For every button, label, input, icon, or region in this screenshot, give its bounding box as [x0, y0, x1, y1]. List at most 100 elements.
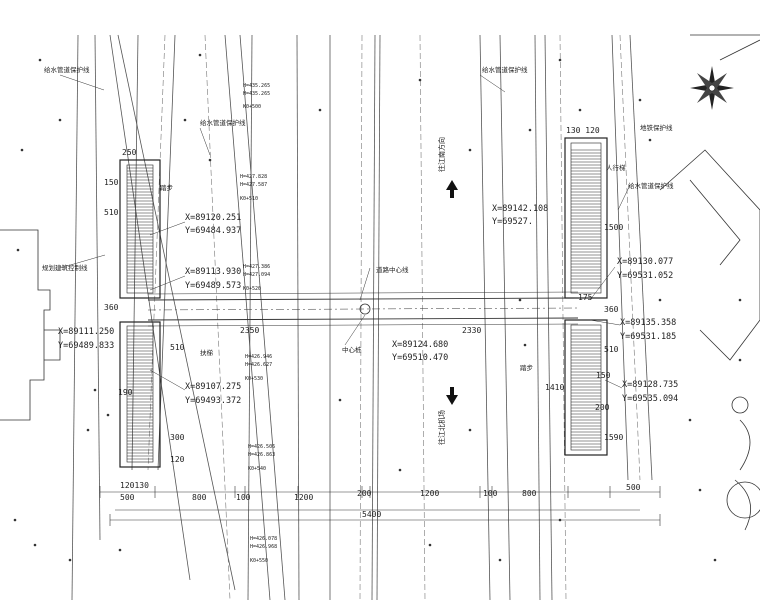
spot-h4: H=427.828 — [240, 174, 267, 180]
dim-190: 190 — [118, 388, 133, 397]
dim-120130: 120130 — [120, 481, 149, 490]
dim-5400: 5400 — [362, 510, 381, 519]
coord-c15: X=89135.358 — [620, 318, 676, 328]
road-lines — [71, 34, 653, 601]
label-bridge-center: 中心桩 — [342, 345, 362, 354]
survey-point — [558, 58, 562, 62]
left-stair — [119, 159, 161, 468]
survey-point — [498, 558, 502, 562]
survey-point — [638, 98, 642, 102]
survey-point — [20, 148, 24, 152]
annotation-labels: 给水管道保护线 给水管道保护线 给水管道保护线 给水管道保护线 地铁保护线 规划… — [42, 65, 674, 445]
dim-1200-right: 1200 — [420, 489, 439, 498]
dashed-lines — [147, 34, 641, 601]
label-water-top-left: 给水管道保护线 — [44, 65, 90, 74]
coord-c11: X=89142.108 — [492, 204, 548, 214]
bridge-deck — [147, 291, 579, 327]
spot-h1: H=435.265 — [243, 83, 270, 89]
spot-h11: H=426.627 — [245, 362, 272, 368]
survey-point — [33, 543, 37, 547]
survey-point — [648, 138, 652, 142]
coord-c9: X=89124.680 — [392, 340, 448, 350]
spot-h10: H=426.946 — [245, 354, 272, 360]
spot-h13: H=426.506 — [248, 444, 275, 450]
dim-510-b: 510 — [170, 343, 185, 352]
survey-point — [738, 358, 742, 362]
survey-point — [738, 298, 742, 302]
survey-point — [318, 108, 322, 112]
survey-point — [13, 518, 17, 522]
dim-500-left: 500 — [120, 493, 135, 502]
dim-2330: 2330 — [462, 326, 481, 335]
dim-150-right: 150 — [596, 371, 611, 380]
dim-800-right: 800 — [522, 489, 537, 498]
dim-175: 175 — [578, 293, 593, 302]
bottom-dimension-chain — [99, 486, 661, 526]
spot-h17: H=426.968 — [250, 544, 277, 550]
label-building-line: 地铁保护线 — [640, 123, 673, 132]
spot-heights: H=435.265 H=435.265 K0+500 H=427.828 H=4… — [240, 83, 277, 564]
dim-500-right: 500 — [626, 483, 641, 492]
label-stair-right: 踏步 — [520, 363, 534, 372]
survey-points — [13, 53, 742, 562]
dim-200-right: 200 — [595, 403, 610, 412]
dim-250: 250 — [122, 148, 137, 157]
dim-130-120: 130 120 — [566, 126, 600, 135]
survey-point — [523, 343, 527, 347]
direction-up-arrow-icon — [446, 180, 458, 198]
dim-2350: 2350 — [240, 326, 259, 335]
right-buildings — [659, 34, 760, 531]
dim-510-a: 510 — [104, 208, 119, 217]
spot-h9: K0+520 — [243, 286, 261, 292]
spot-h8: H=427.094 — [243, 272, 270, 278]
spot-h3: K0+500 — [243, 104, 261, 110]
coord-c6: Y=69489.833 — [58, 341, 114, 351]
spot-h5: H=427.587 — [240, 182, 267, 188]
label-lift: 人行梯 — [606, 163, 626, 172]
coord-c13: X=89130.077 — [617, 257, 673, 267]
dim-1410: 1410 — [545, 383, 564, 392]
dim-1200-left: 1200 — [294, 493, 313, 502]
dim-1590: 1590 — [604, 433, 623, 442]
survey-point — [106, 413, 110, 417]
spot-h2: H=435.265 — [243, 91, 270, 97]
survey-point — [208, 158, 212, 162]
label-road-center: 道路中心线 — [376, 265, 409, 274]
label-water-right: 给水管道保护线 — [628, 181, 674, 190]
coord-c16: Y=69531.185 — [620, 332, 676, 342]
dim-100-left: 100 — [236, 493, 251, 502]
right-stair — [564, 137, 608, 456]
survey-point — [198, 53, 202, 57]
survey-point — [16, 248, 20, 252]
survey-point — [58, 118, 62, 122]
spot-h6: K0+510 — [240, 196, 258, 202]
survey-point — [68, 558, 72, 562]
direction-down-arrow-icon — [446, 387, 458, 405]
survey-point — [518, 298, 522, 302]
coord-c10: Y=69510.470 — [392, 353, 448, 363]
coord-c7: X=89107.275 — [185, 382, 241, 392]
coord-c12: Y=69527. — [492, 217, 533, 227]
survey-point — [38, 58, 42, 62]
left-building — [0, 229, 61, 421]
survey-point — [528, 128, 532, 132]
label-escalator: 扶梯 — [200, 348, 214, 357]
survey-point — [183, 118, 187, 122]
dim-1500: 1500 — [604, 223, 623, 232]
coord-c3: X=89113.930 — [185, 267, 241, 277]
spot-h15: K0+540 — [248, 466, 266, 472]
survey-point — [118, 548, 122, 552]
label-water-top-right: 给水管道保护线 — [482, 65, 528, 74]
label-water-mid-left: 给水管道保护线 — [200, 118, 246, 127]
dim-300: 300 — [170, 433, 185, 442]
survey-point — [338, 398, 342, 402]
survey-point — [558, 518, 562, 522]
dim-200: 200 — [357, 489, 372, 498]
coord-c8: Y=69493.372 — [185, 396, 241, 406]
survey-point — [688, 418, 692, 422]
spot-h18: K0+550 — [250, 558, 268, 564]
dim-100-right: 100 — [483, 489, 498, 498]
dim-150: 150 — [104, 178, 119, 187]
spot-h14: H=426.863 — [248, 452, 275, 458]
